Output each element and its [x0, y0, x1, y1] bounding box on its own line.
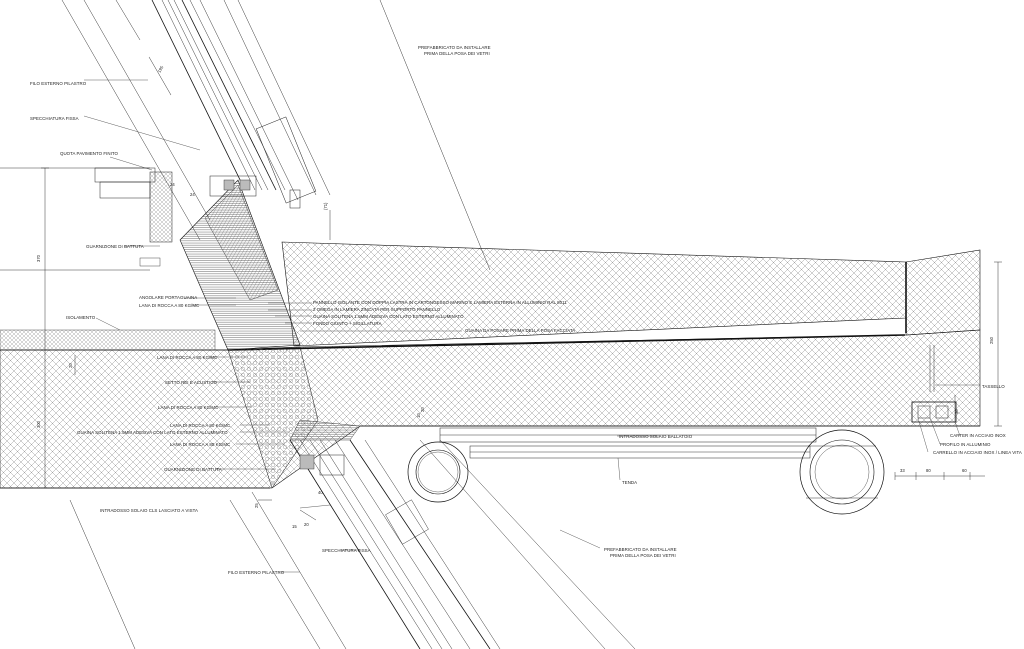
label-prefab-top-2: PRIMA DELLA POSA DEI VETRI: [424, 51, 490, 56]
awning-assembly: [407, 401, 957, 515]
label-guaina-posare: GUAINA DA POSARE PRIMA DELLA POSA FACCIA…: [465, 328, 575, 333]
dim-20a: 20: [68, 363, 73, 368]
label-intradosso-ballatoio: INTRADOSSO SOLAIO BALLATOIO: [619, 434, 693, 439]
label-lana-3: LANA DI ROCCA A 80 KG/MC: [158, 405, 218, 410]
label-guarnizione-bot: GUARNIZIONE DI BATTUTA: [164, 467, 222, 472]
dim-250: 250: [989, 336, 994, 344]
upper-overhang: [281, 241, 981, 392]
label-lana-100: LANA DI ROCCA A 80 KG/MC: [139, 303, 199, 308]
facade-inclined-upper: [61, 0, 491, 351]
label-profilo: PROFILO IN ALLUMINIO: [940, 442, 991, 447]
label-fondo-giunto: FONDO GIUNTO + SIGILLATURA: [313, 321, 382, 326]
label-prefab-bot-2: PRIMA DELLA POSA DEI VETRI: [610, 553, 676, 558]
dim-24a: 24: [170, 182, 175, 187]
dim-370: 370: [36, 254, 41, 262]
label-prefab-top-1: PREFABBRICATO DA INSTALLARE: [418, 45, 491, 50]
dim-40: 40: [318, 490, 323, 495]
label-tenda: TENDA: [622, 480, 637, 485]
label-setto: SETTO REI E ACUSTICO: [165, 380, 217, 385]
floor-slab: [0, 329, 981, 489]
dim-71: (71): [323, 202, 328, 210]
label-intradosso-cls: INTRADOSSO SOLAIO CLS LASCIATO A VISTA: [100, 508, 198, 513]
dimension-lines: [41, 56, 1002, 521]
dim-15: 15: [292, 524, 297, 529]
label-carter: CARTER IN ACCIAIO INOX: [950, 433, 1006, 438]
label-isolamento: ISOLAMENTO: [66, 315, 96, 320]
insulation-strip: [0, 329, 216, 351]
dim-195: 195: [157, 64, 165, 73]
label-omega: 2 OMEGA IN LAMIERA ZINCATA PER SUPPORTO …: [313, 307, 441, 312]
label-lana-5: LANA DI ROCCA A 80 KG/MC: [170, 442, 230, 447]
label-guaina-2: GUAINA SOLITENA 1.5MM ADESIVA CON LATO E…: [77, 430, 228, 435]
label-carrello: CARRELLO IN ACCIAIO INOX / LINEA VITA: [933, 450, 1022, 455]
label-pannello: PANNELLO ISOLANTE CON DOPPIA LASTRA IN C…: [313, 300, 567, 305]
label-tassello: TASSELLO: [982, 384, 1005, 389]
dim-24b: 24: [190, 192, 195, 197]
facade-inclined-lower: [69, 346, 636, 649]
dim-80: 80: [926, 468, 931, 473]
annotations: PREFABBRICATO DA INSTALLARE PRIMA DELLA …: [30, 45, 1022, 575]
floor-finish-left: [0, 167, 173, 271]
dim-25: 25: [254, 503, 259, 508]
dim-300: 300: [36, 420, 41, 428]
label-lana-4: LANA DI ROCCA A 80 KG/MC: [170, 423, 230, 428]
dim-10: 10: [416, 413, 421, 418]
label-specchiatura-top: SPECCHIATURA FISSA: [30, 116, 79, 121]
label-prefab-bot-1: PREFABBRICATO DA INSTALLARE: [604, 547, 677, 552]
dim-60: 60: [962, 468, 967, 473]
label-guarnizione-top: GUARNIZIONE DI BATTUTA: [86, 244, 144, 249]
label-filo-bot: FILO ESTERNO PILASTRO: [228, 570, 285, 575]
dim-20c: 20: [304, 522, 309, 527]
label-filo-top: FILO ESTERNO PILASTRO: [30, 81, 87, 86]
leader-lines: [83, 79, 980, 573]
label-specchiatura-bot: SPECCHIATURA FISSA: [322, 548, 371, 553]
dim-20b: 20: [420, 407, 425, 412]
label-quota-pavimento: QUOTA PAVIMENTO FINITO: [60, 151, 119, 156]
label-angolare: ANGOLARE PORTAGUAINA: [139, 295, 197, 300]
dim-30: 30: [954, 409, 959, 414]
dim-33: 33: [900, 468, 905, 473]
label-lana-2: LANA DI ROCCA A 80 KG/MC: [157, 355, 217, 360]
label-guaina-solitena: GUAINA SOLITENA 1.5MM ADESIVA CON LATO E…: [313, 314, 464, 319]
dimension-values: 195 370 300 250 33 80 60 (71) 24 24 20 1…: [36, 64, 994, 529]
